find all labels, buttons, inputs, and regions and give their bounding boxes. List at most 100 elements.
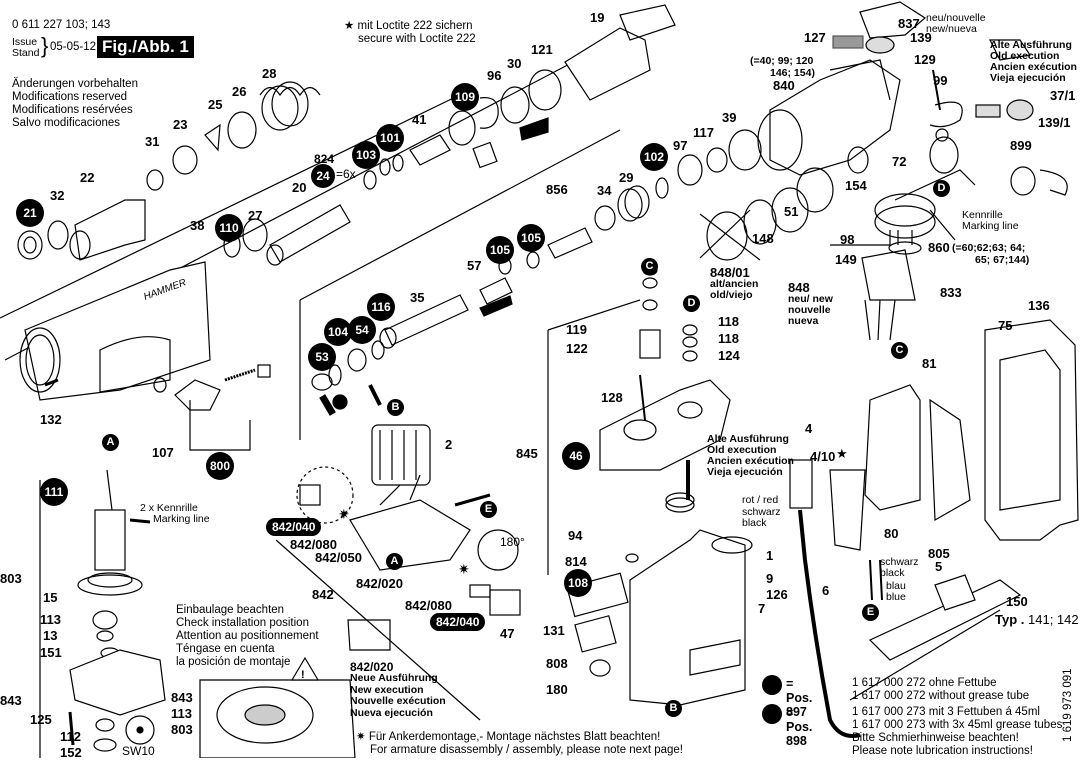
part-81: 81	[922, 356, 937, 371]
part-148: 148	[752, 231, 774, 246]
legend-898-line-2: 1 617 000 273 with 3x 45ml grease tubes	[852, 719, 1063, 731]
part-23: 23	[173, 117, 188, 132]
rot-red: rot / red	[742, 494, 779, 506]
gear-housing-38-drawing: HAMMER	[19, 261, 211, 401]
part-47: 47	[500, 626, 515, 641]
nouvelle-label: nouvelle	[788, 304, 831, 316]
circled-part-53: 53	[308, 343, 336, 371]
kennrille-2x: 2 x Kennrille	[140, 502, 198, 514]
part-35: 35	[410, 290, 425, 305]
part-842-020-new: 842/020	[350, 660, 394, 674]
circled-part-101: 101	[376, 124, 404, 152]
modifications-de: Änderungen vorbehalten	[12, 78, 138, 90]
circled-part-46: 46	[562, 442, 590, 470]
asterisk-icon-1: ✷	[338, 506, 350, 522]
part-152: 152	[60, 745, 82, 760]
part-860: 860	[928, 240, 950, 255]
circled-part-21: 21	[16, 199, 44, 227]
part-19: 19	[590, 10, 605, 25]
part-843: 843	[0, 693, 22, 708]
armature-15-drawing	[68, 469, 166, 752]
legend-898-line-3: Bitte Schmierhinweise beachten!	[852, 732, 1019, 744]
part-28: 28	[262, 66, 277, 81]
document-number: 1 619 973 091	[1062, 668, 1074, 742]
part-94: 94	[568, 528, 583, 543]
part-180: 180	[546, 682, 568, 697]
ref-letter-e: E	[480, 501, 497, 518]
schwarz-wire: schwarz	[880, 556, 919, 568]
old-exec-mid-de: Alte Ausführung	[707, 433, 789, 445]
part-154: 154	[845, 178, 867, 193]
figure-label: Fig./Abb. 1	[97, 36, 194, 58]
new-exec-fr: Nouvelle exécution	[350, 695, 446, 707]
ring-gear-drawing	[699, 167, 834, 261]
old-exec-es: Vieja ejecución	[990, 72, 1066, 84]
marking-line-label: Marking line	[962, 220, 1019, 232]
part-124: 124	[718, 348, 740, 363]
rotate-180-label: 180°	[500, 535, 525, 549]
loctite-en: secure with Loctite 222	[358, 33, 476, 45]
part-113-detail: 113	[171, 706, 192, 721]
part-118-a: 118	[718, 314, 739, 329]
circled-part-109: 109	[451, 83, 479, 111]
bracket-800	[189, 400, 251, 451]
part-842-080-b: 842/080	[405, 598, 452, 613]
part-843-detail: 843	[171, 690, 193, 705]
neu-nouvelle: neu/nouvelle	[926, 12, 986, 24]
loctite-de: mit Loctite 222 sichern	[357, 20, 473, 32]
ref-letter-e: E	[862, 604, 879, 621]
ref-letter-d: D	[683, 295, 700, 312]
part-4: 4	[805, 421, 813, 436]
part-112: 112	[60, 729, 81, 744]
modifications-note: Änderungen vorbehalten Modifications res…	[12, 78, 138, 130]
part-72: 72	[892, 154, 907, 169]
modifications-en: Modifications reserved	[12, 91, 128, 103]
circled-part-800: 800	[206, 452, 234, 480]
legend-898-line-1: 1 617 000 273 mit 3 Fettuben á 45ml	[852, 706, 1040, 718]
install-es-1: Téngase en cuenta	[176, 643, 275, 655]
field-coil-2-drawing	[371, 424, 431, 486]
part-7: 7	[758, 601, 766, 616]
ref-letter-b: B	[387, 399, 404, 416]
legend-pos-898: = Pos. 898	[786, 706, 813, 748]
part-127: 127	[804, 30, 826, 45]
intermediate-flange-840-drawing	[757, 1, 1068, 196]
part-97: 97	[673, 138, 688, 153]
old-execution-mid: Alte Ausführung Old execution Ancien exé…	[707, 434, 794, 478]
part-151: 151	[40, 645, 62, 660]
part-814: 814	[565, 554, 587, 569]
part-149: 149	[835, 252, 857, 267]
circled-part-24: 24	[311, 164, 335, 188]
circled-part-103: 103	[352, 141, 380, 169]
install-fr: Attention au positionnement	[176, 630, 319, 642]
part-37-1: 37/1	[1050, 88, 1076, 103]
circled-part-105-b: 105	[486, 236, 514, 264]
part-13: 13	[43, 628, 58, 643]
filled-dot-icon	[762, 704, 782, 724]
alt-ancien: alt/ancien	[710, 278, 759, 290]
part-129: 129	[914, 52, 936, 67]
motor-housing-1-drawing	[566, 492, 753, 706]
typ-label: Typ .	[995, 612, 1025, 627]
part-139-1: 139/1	[1038, 115, 1071, 130]
part-824: 824	[314, 152, 335, 166]
typ-line: Typ . 141; 142	[995, 612, 1079, 627]
armature-note: ✷ Für Ankerdemontage,- Montage nächstes …	[356, 731, 683, 757]
part-38: 38	[190, 218, 205, 233]
ref-840: (=40; 99; 120	[750, 55, 814, 67]
part-837: 837	[898, 16, 920, 31]
ref-letter-b: B	[665, 700, 682, 717]
part-113: 113	[40, 612, 61, 627]
old-exec-en: Old execution	[990, 50, 1060, 62]
circled-part-54: 54	[348, 316, 376, 344]
gear-housing-cover-845-drawing	[599, 264, 731, 500]
filled-dot-icon	[762, 675, 782, 695]
armature-note-en: For armature disassembly / assembly, ple…	[370, 744, 683, 756]
legend-897-line-1: 1 617 000 272 ohne Fettube	[852, 677, 997, 689]
part-80: 80	[884, 526, 899, 541]
loctite-note: ★ mit Loctite 222 sichern secure with Lo…	[344, 20, 476, 46]
legend-pos-897: = Pos. 897	[786, 677, 813, 719]
new-exec-en: New execution	[350, 683, 424, 696]
gear-860-drawing	[861, 193, 936, 341]
